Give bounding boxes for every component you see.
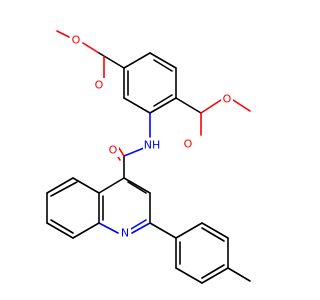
single-bond	[123, 177, 151, 194]
atom-n-quinoline: N	[119, 226, 131, 240]
single-bond	[98, 52, 125, 69]
single-bond	[131, 222, 151, 234]
double-bond	[127, 181, 147, 194]
single-bond	[149, 97, 177, 114]
double-bond	[153, 94, 173, 107]
atom-label-nh: NH	[144, 139, 161, 152]
bond-layer	[46, 30, 251, 284]
single-bond	[149, 222, 177, 239]
single-bond	[227, 267, 251, 282]
single-bond	[82, 42, 100, 54]
atom-label-o: O	[95, 79, 104, 92]
atom-label-n: N	[121, 227, 129, 240]
single-bond	[175, 267, 203, 284]
double-bond	[153, 59, 173, 72]
single-bond	[200, 99, 222, 114]
single-bond	[98, 177, 125, 194]
single-bond	[56, 30, 70, 38]
single-bond	[149, 52, 177, 69]
double-bond	[118, 147, 125, 157]
single-bond	[72, 177, 100, 194]
single-bond	[201, 267, 229, 284]
atom-o-amide: O	[107, 143, 119, 157]
atom-label-o: O	[109, 144, 118, 157]
atom-o-right-ether: O	[221, 92, 233, 106]
double-bond	[201, 264, 225, 279]
atom-label-o: O	[184, 138, 193, 151]
single-bond	[98, 222, 119, 234]
atom-o-top-ether: O	[70, 33, 82, 47]
single-bond	[46, 222, 74, 239]
single-bond	[232, 99, 251, 112]
single-bond	[123, 97, 151, 114]
atom-label-o: O	[72, 34, 81, 47]
double-bond	[201, 227, 225, 242]
atom-nh-amide: NH	[143, 138, 161, 152]
atom-o-top-carbonyl: O	[93, 78, 105, 92]
single-bond	[46, 177, 74, 194]
double-bond	[130, 219, 147, 230]
single-bond	[175, 222, 203, 239]
atom-o-right-carbonyl: O	[182, 137, 194, 151]
double-bond	[50, 181, 78, 197]
molecule-structure: O O O O O NH N	[46, 30, 251, 284]
single-bond	[175, 97, 202, 114]
single-bond	[72, 222, 100, 239]
atom-label-o: O	[223, 93, 232, 106]
single-bond	[123, 147, 145, 157]
single-bond	[123, 52, 151, 69]
single-bond	[201, 222, 229, 239]
double-bond	[50, 219, 74, 234]
